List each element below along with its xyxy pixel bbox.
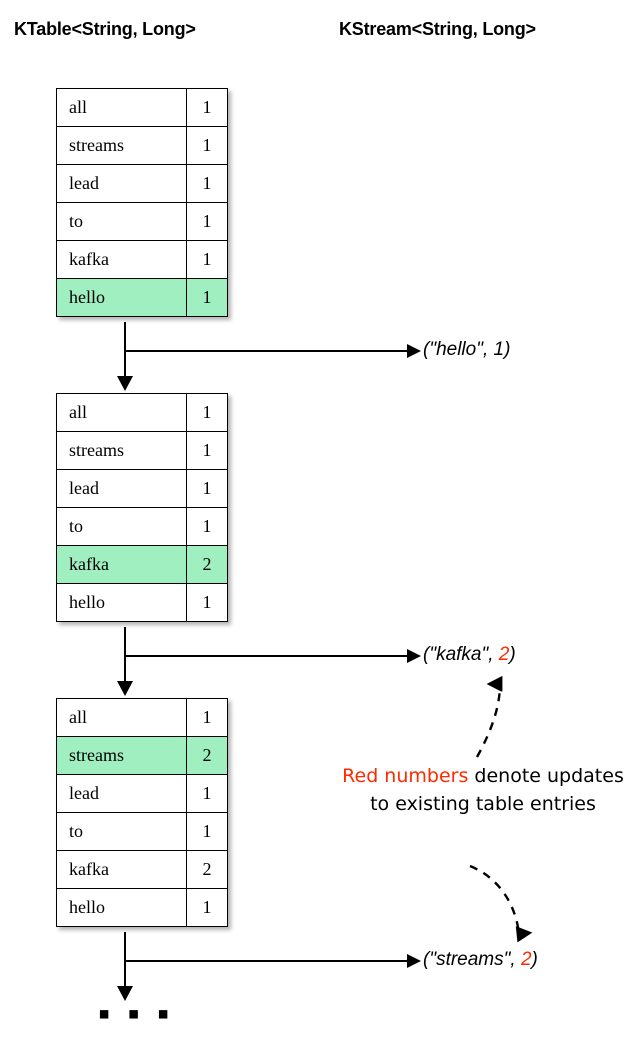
table-cell-value: 1 — [186, 812, 228, 851]
dashed-pointer-to-kafka-record — [475, 684, 500, 758]
table-cell-key: kafka — [56, 240, 187, 279]
table-cell-value-updated: 2 — [186, 545, 228, 584]
connector-arrowhead-down-2 — [117, 681, 133, 696]
table-cell-key: lead — [56, 164, 187, 203]
connector-arrowhead-right-1 — [407, 344, 421, 358]
table-cell-key: streams — [56, 736, 187, 775]
table-row-highlighted: kafka 2 — [56, 545, 228, 584]
stream-record-value-updated: 2 — [498, 644, 510, 665]
table-cell-value: 1 — [186, 202, 228, 241]
table-cell-key: streams — [56, 126, 187, 165]
continuation-ellipsis: ▪ ▪ ▪ — [98, 995, 174, 1033]
ktable-state-table-3: all 1 streams 2 lead 1 to 1 kafka 2 hell… — [56, 698, 228, 927]
table-row: to 1 — [56, 202, 228, 241]
table-cell-value: 1 — [186, 698, 228, 737]
table-cell-key: all — [56, 393, 187, 432]
table-row: hello 1 — [56, 583, 228, 622]
table-row: lead 1 — [56, 469, 228, 508]
table-row: all 1 — [56, 698, 228, 737]
table-cell-value: 1 — [186, 469, 228, 508]
stream-record-suffix: ) — [504, 339, 511, 360]
stream-record-prefix: ("hello", — [423, 339, 494, 360]
table-cell-key: to — [56, 812, 187, 851]
connector-arrowhead-right-3 — [407, 954, 421, 968]
table-row-highlighted: streams 2 — [56, 736, 228, 775]
ktable-state-table-2: all 1 streams 1 lead 1 to 1 kafka 2 hell… — [56, 393, 228, 622]
connector-arrowhead-right-2 — [407, 649, 421, 663]
table-cell-value: 1 — [186, 583, 228, 622]
connector-hline-3 — [125, 960, 415, 962]
table-cell-value: 1 — [186, 164, 228, 203]
table-cell-key: to — [56, 507, 187, 546]
table-cell-key: hello — [56, 278, 187, 317]
kstream-column-heading: KStream<String, Long> — [339, 19, 536, 39]
annotation-rest: denote updates to existing table entries — [370, 765, 624, 815]
table-cell-value: 2 — [186, 850, 228, 889]
table-row: hello 1 — [56, 888, 228, 927]
table-cell-value: 1 — [186, 888, 228, 927]
table-row: to 1 — [56, 507, 228, 546]
red-numbers-annotation: Red numbers denote updates to existing t… — [338, 762, 628, 818]
table-row: streams 1 — [56, 126, 228, 165]
table-cell-value: 1 — [186, 431, 228, 470]
table-row: kafka 2 — [56, 850, 228, 889]
annotation-highlight: Red numbers — [342, 765, 469, 787]
table-row: kafka 1 — [56, 240, 228, 279]
table-cell-key: kafka — [56, 850, 187, 889]
stream-record-hello: ("hello", 1) — [423, 339, 510, 361]
table-cell-value: 1 — [186, 278, 228, 317]
stream-record-value: 1 — [493, 339, 505, 360]
table-row: all 1 — [56, 88, 228, 127]
ktable-state-table-1: all 1 streams 1 lead 1 to 1 kafka 1 hell… — [56, 88, 228, 317]
stream-record-streams: ("streams", 2) — [423, 949, 538, 971]
connector-arrowhead-down-3 — [117, 986, 133, 1001]
stream-record-prefix: ("streams", — [423, 949, 521, 970]
table-cell-value: 1 — [186, 507, 228, 546]
table-cell-value: 1 — [186, 774, 228, 813]
table-row: to 1 — [56, 812, 228, 851]
table-cell-value: 1 — [186, 88, 228, 127]
stream-record-suffix: ) — [531, 949, 538, 970]
table-cell-key: streams — [56, 431, 187, 470]
connector-arrowhead-down-1 — [117, 376, 133, 391]
table-cell-key: lead — [56, 469, 187, 508]
table-row: streams 1 — [56, 431, 228, 470]
connector-hline-1 — [125, 350, 415, 352]
stream-record-prefix: ("kafka", — [423, 644, 499, 665]
table-cell-key: to — [56, 202, 187, 241]
table-cell-value: 1 — [186, 126, 228, 165]
dashed-pointer-to-streams-record — [469, 864, 519, 934]
table-cell-key: hello — [56, 583, 187, 622]
stream-record-suffix: ) — [509, 644, 516, 665]
table-cell-key: kafka — [56, 545, 187, 584]
table-row: all 1 — [56, 393, 228, 432]
table-cell-key: all — [56, 88, 187, 127]
table-row: lead 1 — [56, 164, 228, 203]
table-cell-key: all — [56, 698, 187, 737]
table-row: lead 1 — [56, 774, 228, 813]
stream-record-value-updated: 2 — [520, 949, 532, 970]
table-cell-key: hello — [56, 888, 187, 927]
stream-record-kafka: ("kafka", 2) — [423, 644, 516, 666]
table-cell-value: 1 — [186, 240, 228, 279]
table-cell-value: 1 — [186, 393, 228, 432]
connector-hline-2 — [125, 655, 415, 657]
table-row-highlighted: hello 1 — [56, 278, 228, 317]
table-cell-value-updated: 2 — [186, 736, 228, 775]
table-cell-key: lead — [56, 774, 187, 813]
ktable-column-heading: KTable<String, Long> — [14, 19, 196, 39]
